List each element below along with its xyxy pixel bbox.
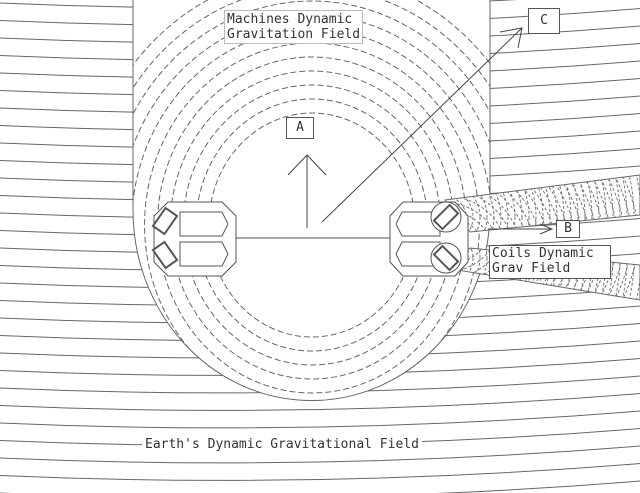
vector-c-label: C — [528, 8, 560, 34]
coil-field-ring — [445, 175, 593, 300]
left-coil-top — [151, 206, 179, 236]
coil-field-ring — [445, 175, 516, 287]
coil-field-ring — [445, 175, 614, 300]
right-coil-bottom — [432, 244, 460, 272]
coils-field-label: Coils Dynamic Grav Field — [489, 245, 611, 279]
earth-field-line — [0, 480, 640, 493]
coil-field-ring — [445, 182, 481, 252]
coil-field-ring — [445, 175, 544, 300]
vector-a-arrow — [287, 154, 327, 228]
earth-field-line — [0, 393, 640, 411]
earth-field-line — [0, 410, 640, 429]
coils-field-line2: Grav Field — [492, 261, 571, 276]
earth-field-line — [0, 445, 640, 464]
coil-field-ring — [445, 175, 558, 300]
coil-field-ring — [445, 175, 530, 300]
coil-field-ring — [445, 175, 586, 300]
machines-field-label: Machines Dynamic Gravitation Field — [224, 10, 364, 44]
coil-field-ring — [445, 175, 600, 300]
machines-field-line1: Machines Dynamic — [227, 12, 353, 27]
coil-field-ring — [445, 175, 565, 300]
vector-c-arrow — [321, 27, 523, 223]
earth-field-line — [0, 463, 640, 481]
vector-b-arrow — [488, 223, 554, 235]
coil-field-ring — [445, 175, 621, 300]
left-coil-bottom — [151, 240, 179, 270]
coil-field-ring — [445, 223, 481, 293]
left-machine — [151, 201, 237, 277]
coil-field-ring — [445, 175, 607, 300]
machine-field-region — [132, 0, 491, 401]
coil-field-ring — [445, 175, 579, 300]
vector-b-label: B — [556, 220, 580, 238]
right-coil-top — [432, 203, 460, 231]
machines-field-line2: Gravitation Field — [227, 27, 361, 42]
earth-field-label: Earth's Dynamic Gravitational Field — [142, 437, 422, 452]
vector-a-label: A — [286, 117, 314, 139]
right-machine — [389, 201, 469, 277]
coils-field-line1: Coils Dynamic — [492, 246, 594, 261]
machine-field-ring — [133, 0, 490, 401]
coil-field-ring — [445, 175, 551, 300]
coil-field-ring — [445, 175, 537, 300]
coil-field-ring — [445, 175, 523, 294]
